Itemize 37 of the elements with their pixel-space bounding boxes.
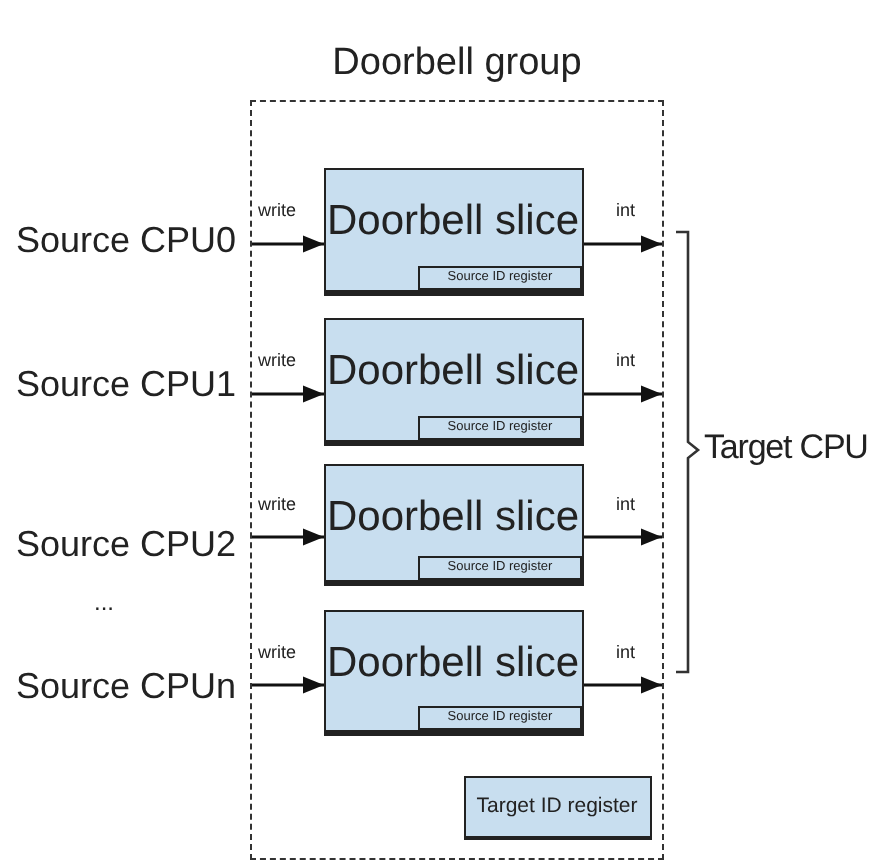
edge-label: int [616,641,636,661]
register-label: Target ID register [474,793,640,817]
register-box [418,416,582,442]
arrow [250,235,324,253]
edge-label: write [258,350,297,370]
register-box [418,706,582,732]
source-label: Source CPU1 [16,360,232,408]
target-label: Target CPU [704,428,868,468]
slice-box [323,317,583,445]
register-box [463,775,651,839]
slice-box [323,609,583,735]
arrow [584,235,662,253]
edge-label: int [616,350,636,370]
source-label: Source CPU0 [16,216,232,264]
arrow [584,528,662,546]
edge-label: write [258,200,297,220]
slice-title: Doorbell slice [325,347,581,395]
slice-title: Doorbell slice [325,493,581,541]
arrow [584,385,662,403]
slice-title: Doorbell slice [325,197,581,245]
group-title: Doorbell group [330,42,584,86]
source-label: Source CPUn [16,662,232,710]
arrow [250,385,324,403]
edge-label: write [258,493,297,513]
slice-box [323,167,583,295]
arrow [584,676,662,694]
ellipsis-label: ... [94,588,115,616]
source-label: Source CPU2 [16,520,232,568]
register-box [418,556,582,582]
arrow [250,528,324,546]
edge-label: int [616,200,636,220]
slice-box [323,463,583,585]
register-box [418,266,582,292]
slice-title: Doorbell slice [325,639,581,687]
edge-label: write [258,641,297,661]
arrow [250,676,324,694]
edge-label: int [616,493,636,513]
